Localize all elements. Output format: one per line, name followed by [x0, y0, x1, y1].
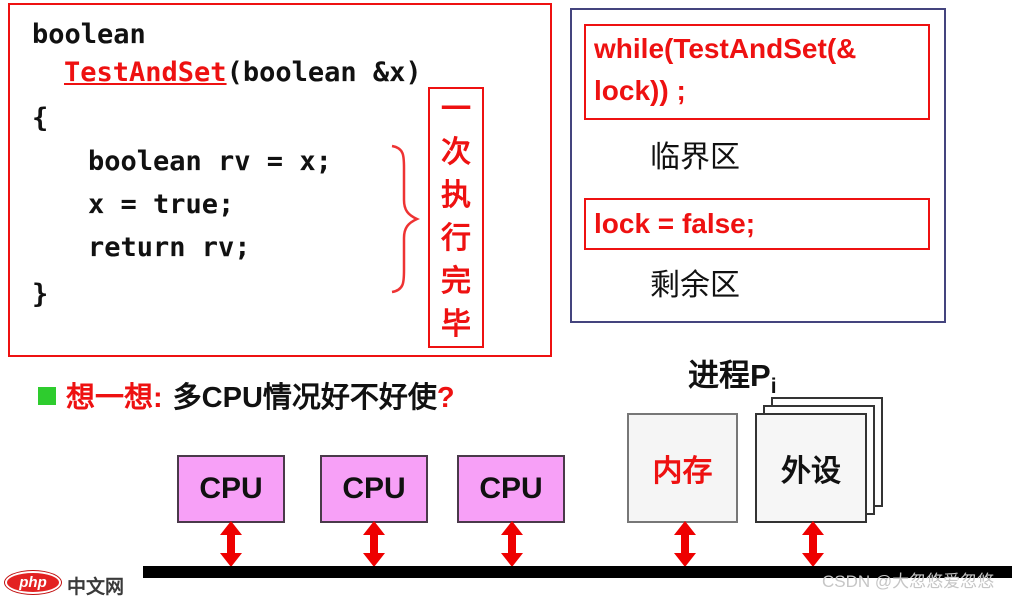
php-logo-site: 中文网 — [67, 577, 125, 598]
unlock-statement: lock = false; — [594, 208, 756, 239]
atomic-note-char: 执 — [441, 179, 471, 213]
square-bullet-icon — [38, 387, 56, 405]
code-open-brace: { — [32, 103, 49, 134]
cpu-label: CPU — [199, 472, 263, 505]
critical-section-label: 临界区 — [650, 141, 740, 174]
bus-arrow-icon — [501, 521, 523, 567]
process-title-text: 进程P — [688, 358, 771, 393]
while-statement-line1: while(TestAndSet(& — [594, 33, 857, 64]
question-mark: ? — [436, 382, 455, 414]
unlock-statement-box: lock = false; — [584, 198, 930, 250]
while-statement-line2: lock)) ; — [594, 75, 686, 106]
process-title: 进程Pi — [688, 350, 777, 399]
bus-arrow-icon — [802, 521, 824, 567]
remainder-section-label: 剩余区 — [650, 269, 740, 302]
bus-arrow-icon — [363, 521, 385, 567]
code-func-name: TestAndSet — [64, 57, 227, 88]
atomic-note-char: 一 — [441, 93, 471, 127]
atomic-execution-note: 一 次 执 行 完 毕 — [428, 87, 484, 348]
cpu-box: CPU — [177, 455, 285, 523]
code-body-line: boolean rv = x; — [88, 146, 332, 177]
bus-arrow-icon — [220, 521, 242, 567]
question-text: 多CPU情况好不好使 — [172, 382, 437, 414]
question-line: 想一想: 多CPU情况好不好使? — [38, 374, 455, 416]
process-structure-box: while(TestAndSet(& lock)) ; 临界区 lock = f… — [570, 8, 946, 323]
atomic-note-char: 完 — [441, 264, 471, 298]
memory-label: 内存 — [652, 455, 713, 488]
code-func-args: (boolean &x) — [226, 57, 422, 88]
peripheral-box: 外设 — [755, 413, 867, 523]
code-signature-line: TestAndSet(boolean &x) — [64, 57, 422, 88]
csdn-watermark: CSDN @大忽悠爱忽悠 — [822, 572, 995, 591]
bus-arrow-icon — [674, 521, 696, 567]
memory-box: 内存 — [627, 413, 738, 523]
curly-brace-icon — [391, 144, 420, 294]
code-return-type: boolean — [32, 19, 146, 50]
atomic-note-char: 次 — [441, 136, 471, 170]
cpu-label: CPU — [342, 472, 406, 505]
cpu-box: CPU — [320, 455, 428, 523]
code-close-brace: } — [32, 279, 49, 310]
atomic-note-char: 毕 — [441, 307, 471, 341]
peripheral-label: 外设 — [781, 455, 841, 488]
system-bus-bar — [143, 566, 1012, 578]
testandset-code-box: boolean TestAndSet(boolean &x) { boolean… — [8, 3, 552, 357]
cpu-box: CPU — [457, 455, 565, 523]
code-body-line: return rv; — [88, 232, 251, 263]
question-prefix: 想一想: — [66, 382, 163, 414]
while-statement-box: while(TestAndSet(& lock)) ; — [584, 24, 930, 120]
code-body-line: x = true; — [88, 189, 235, 220]
cpu-label: CPU — [479, 472, 543, 505]
process-title-subscript: i — [770, 375, 777, 399]
php-logo-badge: php — [5, 571, 61, 594]
atomic-note-char: 行 — [441, 221, 471, 255]
